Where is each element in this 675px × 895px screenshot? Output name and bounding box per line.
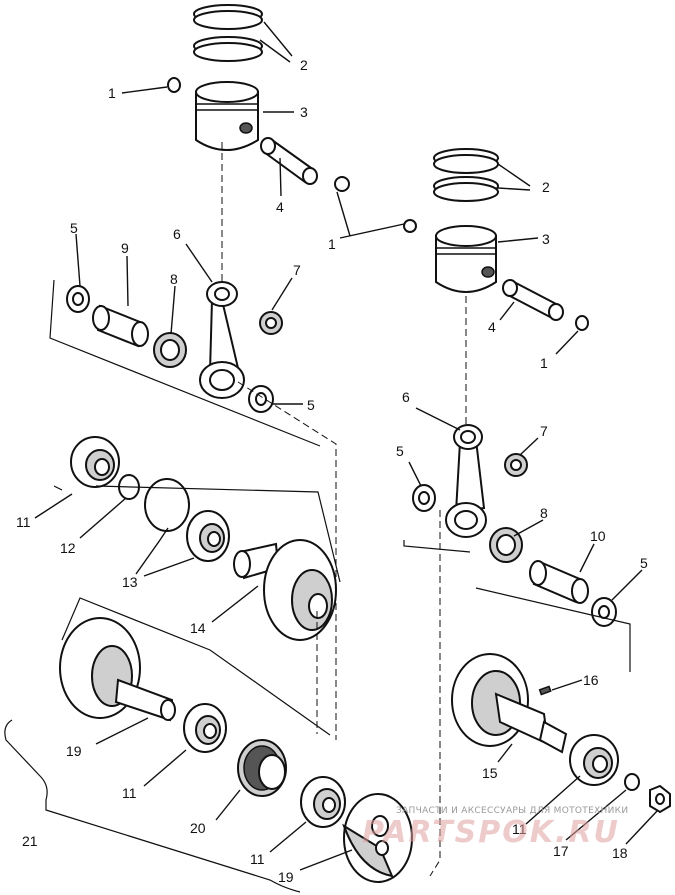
circlip-left-lower [334,176,350,192]
crankpin-left [92,304,149,348]
main-bearing-13 [186,510,230,562]
bracket-frame-center [61,597,331,736]
callout-4-right: 4 [488,319,496,335]
labyrinth-seal-20 [237,739,287,797]
piston-right [435,225,497,293]
callout-13: 13 [122,574,138,590]
callout-1-right: 1 [540,355,548,371]
callout-11-left: 11 [16,514,31,530]
connecting-rod-left [199,281,245,399]
main-bearing-left-outer [70,436,120,488]
callout-8-right: 8 [540,505,548,521]
leader-lines [34,21,659,871]
thrust-washer-left-outer [66,285,90,313]
main-bearing-right-outer [569,734,619,786]
callout-15: 15 [482,765,498,781]
wrist-pin-left [260,137,318,185]
needle-bearing-small-end-left [259,311,283,335]
callout-1-top-left: 1 [108,85,116,101]
bracket-frame-crank14 [53,485,341,583]
callout-4-left: 4 [276,199,284,215]
needle-bearing-small-end-right [504,453,528,477]
circlip-right-upper [403,219,417,233]
callout-14: 14 [190,620,206,636]
thrust-washer-left-inner [248,385,274,413]
bracket-frame-right-rod [403,540,471,553]
snap-ring-13 [144,478,190,532]
callout-16: 16 [583,672,599,688]
callout-6-right: 6 [402,389,410,405]
watermark-caption: ЗАПЧАСТИ И АКСЕССУАРЫ ДЛЯ МОТОТЕХНИКИ [396,806,628,816]
woodruff-key-16 [538,685,552,696]
wrist-pin-right [502,279,564,321]
callout-5-right: 5 [640,555,648,571]
center-crank-half-19-lower [342,793,413,883]
circlip-right-lower [575,315,589,331]
watermark-brand: PARTSPOK.RU [362,815,620,850]
callout-19-lower: 19 [278,869,294,885]
piston-left [195,81,259,151]
circlip-left-upper [167,77,181,93]
main-bearing-11-center-left [183,703,227,753]
callout-20: 20 [190,820,206,836]
washer-17 [624,773,640,791]
bracket-brace-21 [4,719,301,893]
piston-ring-left-lower [193,36,263,62]
callout-6-left: 6 [173,226,181,242]
connecting-rod-right [445,424,487,538]
bracket-frame-right-outer [475,587,631,672]
thrust-washer-right-inner [412,484,436,512]
needle-bearing-big-end-right [489,527,523,563]
callout-18: 18 [612,845,628,861]
callout-11-right: 11 [512,821,527,837]
callout-1-center: 1 [328,236,336,252]
callout-2-right: 2 [542,179,550,195]
callout-5-mid-right: 5 [396,443,404,459]
callout-10: 10 [590,528,606,544]
callout-9: 9 [121,240,129,256]
callout-3-right: 3 [542,231,550,247]
crank-half-14 [233,539,337,641]
bracket-frame-left-rod [49,279,321,447]
callout-5-top-left: 5 [70,220,78,236]
main-bearing-11-center-right [300,776,346,828]
callout-3-left: 3 [300,104,308,120]
callout-12: 12 [60,540,76,556]
callout-17: 17 [553,843,569,859]
callout-19-upper: 19 [66,743,82,759]
callout-2-left: 2 [300,57,308,73]
callout-5-mid-left: 5 [307,397,315,413]
callout-7-right: 7 [540,423,548,439]
callout-11-center-left: 11 [122,785,137,801]
needle-bearing-big-end-left [153,332,187,368]
crankpin-right [529,560,589,604]
piston-ring-right-lower [433,176,499,202]
callout-7-left: 7 [293,262,301,278]
piston-ring-left-upper [193,4,263,30]
callout-21: 21 [22,833,38,849]
piston-ring-right-upper [433,148,499,174]
callout-8-left: 8 [170,271,178,287]
thrust-washer-right-outer [591,597,617,627]
nut-18 [649,784,671,814]
center-crank-half-19-upper [59,617,176,722]
callout-11-center-right: 11 [250,851,265,867]
crank-half-15 [451,653,568,754]
